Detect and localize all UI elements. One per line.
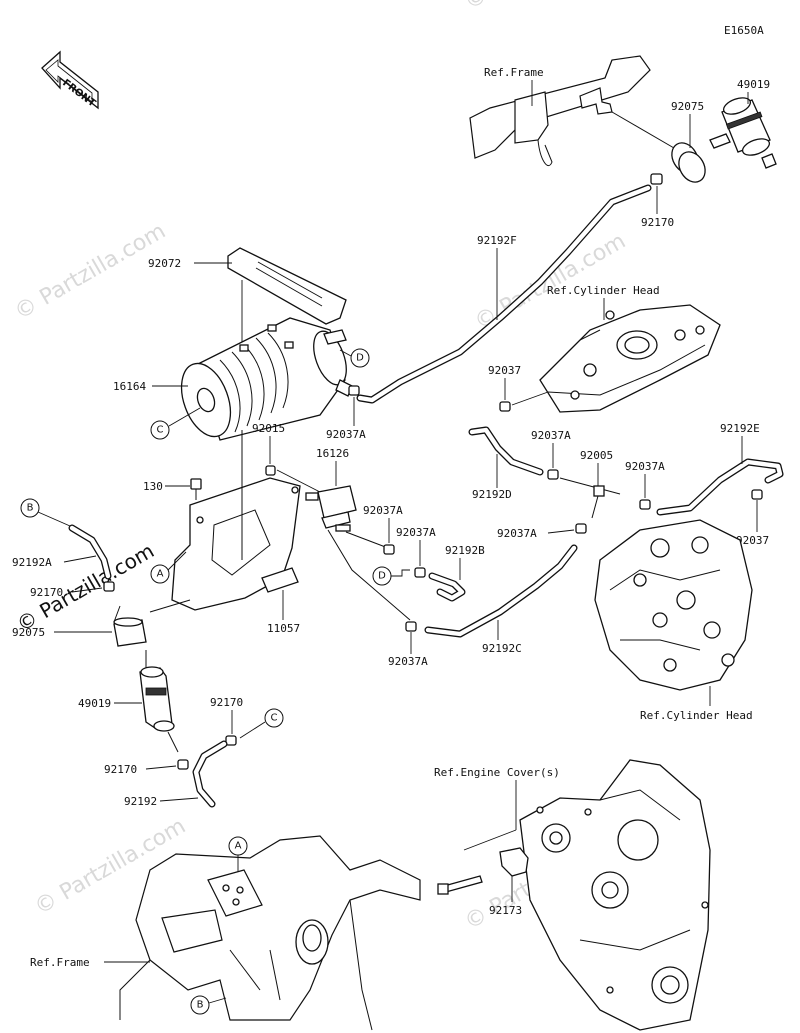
part-92192A: 92192A	[12, 556, 52, 569]
part-92192E: 92192E	[720, 422, 760, 435]
ref-engine-cover: Ref.Engine Cover(s)	[434, 766, 560, 779]
hose-92192	[192, 740, 228, 808]
part-92075-left: 92075	[12, 626, 45, 639]
part-92170-low: 92170	[104, 763, 137, 776]
part-92037A-right3: 92037A	[625, 460, 665, 473]
part-92005: 92005	[580, 449, 613, 462]
callout-B-bottom: B	[190, 995, 227, 1015]
part-92075-top: 92075	[671, 100, 704, 113]
hose-92192A	[68, 524, 112, 580]
clip-92037A-bottom	[405, 621, 417, 632]
part-92037A-canister: 92037A	[326, 428, 366, 441]
part-92170-mid: 92170	[210, 696, 243, 709]
part-49019-left: 49019	[78, 697, 111, 710]
ref-frame-top: Ref.Frame	[484, 66, 544, 79]
part-92037A-mid2: 92037A	[396, 526, 436, 539]
t-joint-92005	[559, 477, 621, 519]
hose-92192F	[356, 184, 652, 404]
fuel-filter-left	[139, 650, 179, 753]
svg-text:A: A	[235, 841, 242, 852]
part-92173: 92173	[489, 904, 522, 917]
watermark-1: © Partzilla.com	[11, 219, 171, 326]
part-92192F: 92192F	[477, 234, 517, 247]
part-92037A-bottom: 92037A	[388, 655, 428, 668]
svg-text:C: C	[157, 425, 164, 436]
part-92192C: 92192C	[482, 642, 522, 655]
clip-92037A-mid2	[414, 567, 426, 578]
part-16164: 16164	[113, 380, 146, 393]
part-92037A-right1: 92037A	[531, 429, 571, 442]
clip-92037-right	[751, 489, 763, 500]
part-92192D: 92192D	[472, 488, 512, 501]
callout-C-lower: C	[239, 708, 284, 739]
svg-text:B: B	[27, 503, 34, 514]
svg-text:A: A	[157, 569, 164, 580]
callout-A-bottom: A	[228, 836, 248, 872]
hose-92192D	[468, 426, 544, 476]
grommet-92015	[265, 465, 276, 476]
bolt-130	[190, 478, 202, 500]
part-92037-head: 92037	[488, 364, 521, 377]
callout-D-mid: D	[372, 566, 410, 586]
svg-text:C: C	[271, 713, 278, 724]
part-11057: 11057	[267, 622, 300, 635]
part-92037A-mid1: 92037A	[363, 504, 403, 517]
front-arrow-icon: FRONT	[41, 50, 99, 110]
bracket-plate-11057	[171, 430, 301, 611]
clip-92037A-right3	[639, 499, 651, 510]
part-92192: 92192	[124, 795, 157, 808]
part-130: 130	[143, 480, 163, 493]
clip-92037A-canister	[348, 385, 360, 396]
part-92015: 92015	[252, 422, 285, 435]
hose-92192C	[424, 544, 578, 638]
engine-cover-ref	[519, 759, 711, 1031]
clip-92170-low	[177, 759, 189, 770]
callout-C-canister: C	[150, 407, 201, 440]
clip-92170-top	[650, 173, 663, 185]
fuel-filter-top	[709, 97, 777, 169]
clip-92170-left	[103, 581, 115, 592]
part-92037-right: 92037	[736, 534, 769, 547]
diagram-code: E1650A	[724, 24, 764, 37]
part-49019-top: 49019	[737, 78, 770, 91]
frame-bottom-ref	[119, 835, 421, 1031]
frame-top-ref	[469, 55, 651, 167]
part-92037A-right2: 92037A	[497, 527, 537, 540]
callout-D-canister: D	[339, 348, 370, 368]
clamp-92075-top	[611, 111, 706, 183]
hose-92192B	[428, 572, 466, 602]
part-92072: 92072	[148, 257, 181, 270]
canister-16164	[180, 317, 353, 441]
hose-92192E	[656, 458, 784, 516]
ref-cylinder-head-top: Ref.Cylinder Head	[547, 284, 660, 297]
callout-A-plate: A	[150, 551, 187, 584]
bracket-92072	[227, 247, 347, 325]
clip-92037A-right1	[547, 469, 559, 480]
clip-92037-head	[499, 401, 511, 412]
clip-92037A-mid1	[383, 544, 395, 555]
part-16126: 16126	[316, 447, 349, 460]
part-92192B: 92192B	[445, 544, 485, 557]
part-92170-top: 92170	[641, 216, 674, 229]
part-92170-left: 92170	[30, 586, 63, 599]
svg-text:B: B	[197, 1000, 204, 1011]
cylinder-head-bottom-ref	[594, 519, 753, 691]
svg-text:D: D	[356, 353, 364, 364]
clip-92170-mid	[225, 735, 237, 746]
valve-16126	[305, 485, 357, 532]
cylinder-head-top-ref	[539, 304, 721, 413]
watermark-5: © Partzilla.com	[461, 0, 621, 15]
callout-B-left: B	[20, 498, 71, 527]
clamp-92173	[437, 847, 529, 895]
svg-text:D: D	[378, 571, 386, 582]
ref-cylinder-head-bottom: Ref.Cylinder Head	[640, 709, 753, 722]
clamp-92075-left	[113, 599, 191, 647]
ref-frame-bottom: Ref.Frame	[30, 956, 90, 969]
clip-92037A-right2	[575, 523, 587, 534]
